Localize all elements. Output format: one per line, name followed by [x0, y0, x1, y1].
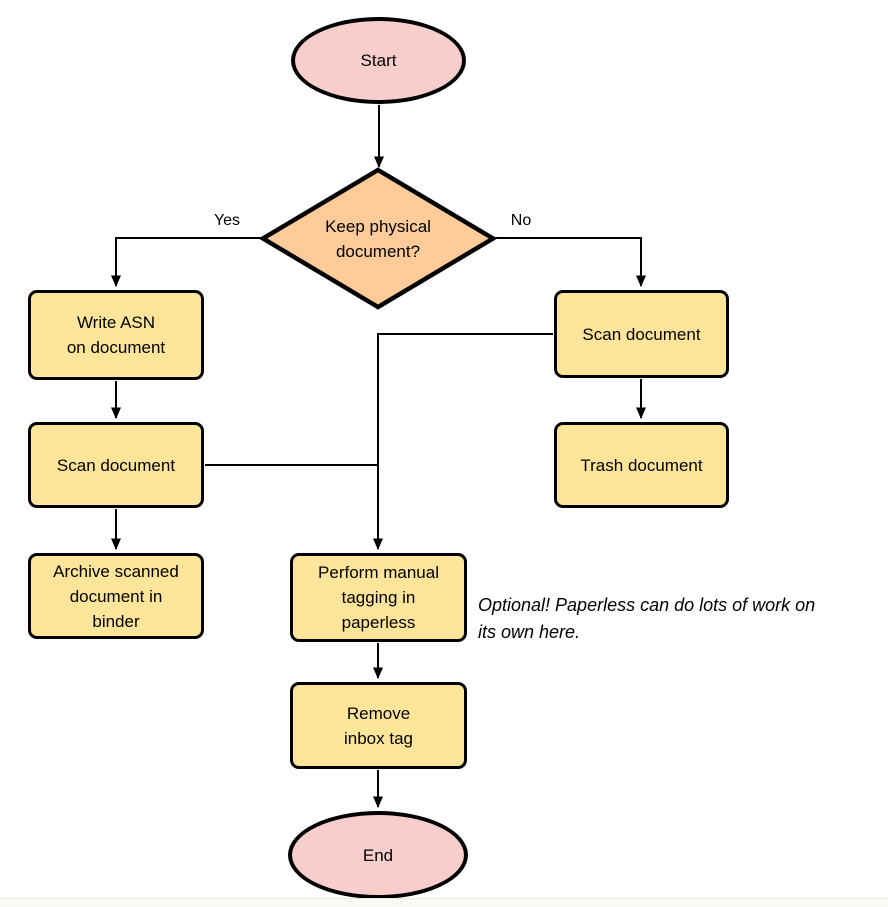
node-manual-tagging: Perform manual tagging in paperless	[290, 553, 467, 642]
node-end-label: End	[362, 845, 394, 865]
node-trash-document-label: Trash document	[580, 455, 703, 475]
node-remove-inbox-tag-label: Remove inbox tag	[344, 703, 413, 748]
page-bottom-gutter	[0, 899, 888, 907]
edge-label-yes: Yes	[213, 212, 241, 229]
node-trash-document: Trash document	[554, 422, 729, 508]
page-bottom-divider	[0, 898, 888, 899]
node-scan-document-right-label: Scan document	[582, 324, 701, 344]
node-archive-binder-label: Archive scanned document in binder	[53, 561, 179, 631]
node-remove-inbox-tag: Remove inbox tag	[290, 682, 467, 769]
node-start: Start	[291, 17, 466, 104]
edge-decision-yes-to-write-asn	[111, 237, 264, 287]
edge-label-no: No	[510, 212, 532, 229]
edge-decision-no-to-scan-right	[492, 237, 646, 287]
decision-diamond-shape	[259, 167, 497, 310]
node-manual-tagging-label: Perform manual tagging in paperless	[318, 563, 439, 632]
node-scan-document-left: Scan document	[28, 422, 204, 508]
node-start-label: Start	[360, 51, 397, 70]
node-archive-binder: Archive scanned document in binder	[28, 553, 204, 639]
optional-note: Optional! Paperless can do lots of work …	[478, 595, 816, 642]
node-decision-label: Keep physical document?	[325, 216, 431, 261]
node-decision: Keep physical document?	[259, 167, 497, 310]
node-end: End	[288, 811, 468, 899]
node-write-asn: Write ASN on document	[28, 290, 204, 380]
node-write-asn-label: Write ASN on document	[66, 313, 166, 357]
edge-scan-right-to-tagging	[373, 333, 553, 550]
node-scan-document-right: Scan document	[554, 290, 729, 378]
node-scan-document-left-label: Scan document	[56, 455, 176, 475]
